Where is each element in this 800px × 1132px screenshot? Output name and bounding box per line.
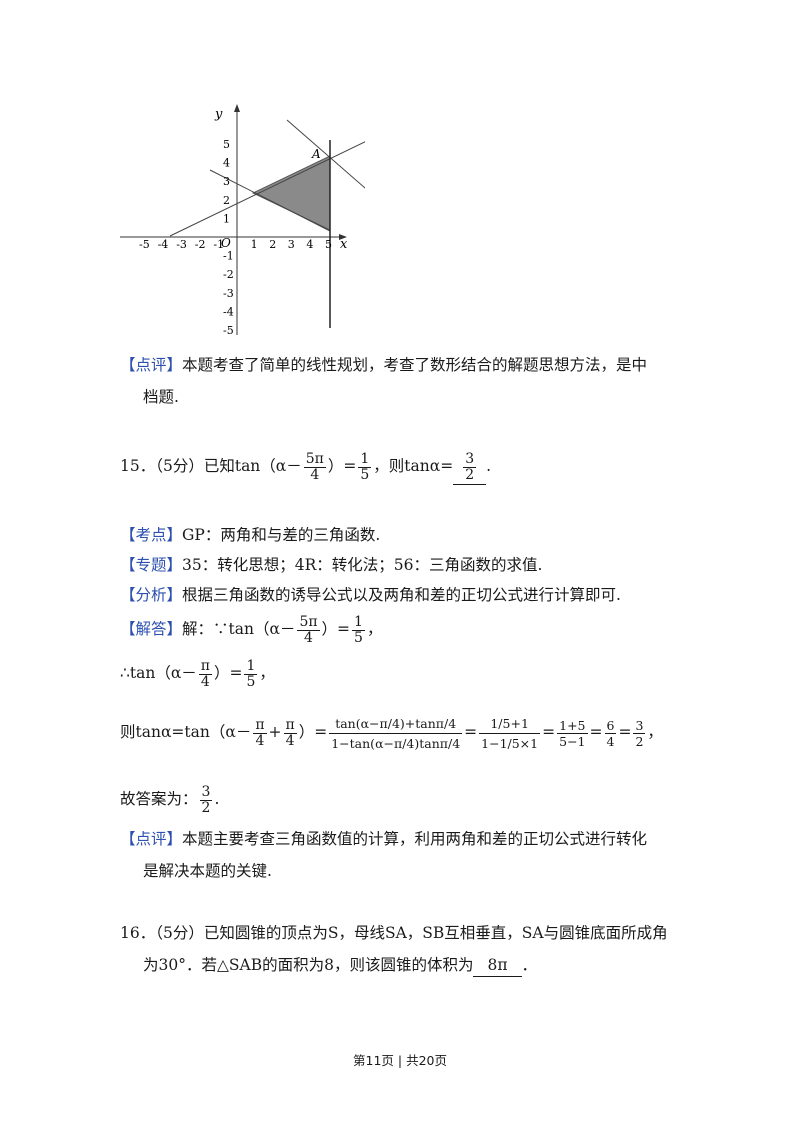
x-tick-label: 1 <box>251 238 258 251</box>
q15-l2-prefix: ∴tan（α－ <box>120 664 197 682</box>
q15-l3-eq2: = <box>542 723 556 741</box>
q14-comment-text1: 本题考查了简单的线性规划，考查了数形结合的解题思想方法，是中 <box>182 356 648 374</box>
x-tick-label: 4 <box>306 238 313 251</box>
q15-l3-eq3: = <box>589 723 603 741</box>
q15-zhuanti-tag: 【专题】 <box>120 556 183 574</box>
y-axis-label: y <box>214 107 223 122</box>
q16-stem-text1: 16．（5分）已知圆锥的顶点为S，母线SA，SB互相垂直，SA与圆锥底面所成角 <box>120 924 668 942</box>
q16-stem-line1: 16．（5分）已知圆锥的顶点为S，母线SA，SB互相垂直，SA与圆锥底面所成角 <box>120 922 668 944</box>
q15-l3-close: ）= <box>298 723 328 741</box>
x-tick-label: -2 <box>195 238 206 251</box>
y-tick-label: 3 <box>223 175 230 188</box>
page-footer: 第11页 | 共20页 <box>353 1053 447 1068</box>
q15-zhuanti-text: 35：转化思想；4R：转化法；56：三角函数的求值. <box>182 556 543 574</box>
y-tick-label: -5 <box>223 324 234 337</box>
q15-fenxi-text: 根据三角函数的诱导公式以及两角和差的正切公式进行计算即可. <box>182 586 621 604</box>
q15-stem-prefix: 15．（5分）已知tan（α－ <box>120 457 302 475</box>
q15-kaodian: 【考点】GP：两角和与差的三角函数. <box>120 524 380 546</box>
q15-comment-line2: 是解决本题的关键. <box>143 860 272 882</box>
x-tick-label: -5 <box>139 238 150 251</box>
x-tick-label: 2 <box>269 238 276 251</box>
q15-jieda-l1-mid: ）= <box>321 620 351 638</box>
q15-jieda-l1-end: ， <box>366 620 383 638</box>
q15-comment-line1: 【点评】本题主要考查三角函数值的计算，利用两角和差的正切公式进行转化 <box>120 828 647 850</box>
line-1 <box>169 141 365 237</box>
point-a-label: A <box>311 147 321 161</box>
q15-answer-line-end: . <box>214 790 220 808</box>
y-tick-label: 2 <box>223 194 230 207</box>
y-tick-label: 4 <box>223 157 230 170</box>
q15-l3-prefix: 则tanα=tan（α－ <box>120 723 252 741</box>
q15-comment-text2: 是解决本题的关键. <box>143 862 272 880</box>
q15-stem-then: ，则tanα= <box>373 457 454 475</box>
q15-l3-end: ， <box>647 723 663 741</box>
q15-kaodian-text: GP：两角和与差的三角函数. <box>182 526 381 544</box>
y-tick-label: -3 <box>223 287 234 300</box>
q16-stem-text2: 为30°．若△SAB的面积为8，则该圆锥的体积为 <box>143 956 474 974</box>
q16-stem-end: ． <box>521 956 538 974</box>
x-tick-label: -3 <box>176 238 187 251</box>
q15-answer-line-prefix: 故答案为： <box>120 790 198 808</box>
q15-comment-text1: 本题主要考查三角函数值的计算，利用两角和差的正切公式进行转化 <box>182 830 648 848</box>
q15-jieda-l1-prefix: 解：∵tan（α－ <box>182 620 296 638</box>
feasible-region <box>251 155 331 231</box>
q15-kaodian-tag: 【考点】 <box>120 526 183 544</box>
q15-fenxi: 【分析】根据三角函数的诱导公式以及两角和差的正切公式进行计算即可. <box>120 584 621 606</box>
y-tick-label: -2 <box>223 268 234 281</box>
q15-l2-end: ， <box>259 664 275 682</box>
x-tick-label: -1 <box>213 238 224 251</box>
q15-jieda-tag: 【解答】 <box>120 620 183 638</box>
q16-answer-blank: 8π <box>473 954 522 977</box>
q15-comment-tag: 【点评】 <box>120 830 183 848</box>
q15-l3-eq4: = <box>618 723 632 741</box>
q15-fenxi-tag: 【分析】 <box>120 586 183 604</box>
y-tick-labels: 5 4 3 2 1 -1 -2 -3 -4 -5 <box>223 138 234 337</box>
q14-comment-tag: 【点评】 <box>120 356 183 374</box>
x-tick-label: 5 <box>325 238 332 251</box>
origin-label: O <box>221 236 231 250</box>
y-tick-label: -1 <box>223 250 234 263</box>
x-axis-label: x <box>340 237 348 252</box>
x-tick-label: 3 <box>288 238 295 251</box>
line-2 <box>209 169 331 232</box>
q15-zhuanti: 【专题】35：转化思想；4R：转化法；56：三角函数的求值. <box>120 554 542 576</box>
y-tick-label: -4 <box>223 305 234 318</box>
q14-comment-line1: 【点评】本题考查了简单的线性规划，考查了数形结合的解题思想方法，是中 <box>120 354 647 376</box>
q15-stem-end: . <box>486 457 492 475</box>
q14-comment-text2: 档题. <box>143 388 179 406</box>
x-tick-label: -4 <box>158 238 169 251</box>
q15-stem-mid: ）= <box>327 457 357 475</box>
q15-l3-plus: + <box>268 723 282 741</box>
q14-comment-line2: 档题. <box>143 386 179 408</box>
q15-l2-mid: ）= <box>213 664 243 682</box>
q15-l3-eq1: = <box>464 723 478 741</box>
y-tick-label: 1 <box>223 212 230 225</box>
y-tick-label: 5 <box>223 138 230 151</box>
